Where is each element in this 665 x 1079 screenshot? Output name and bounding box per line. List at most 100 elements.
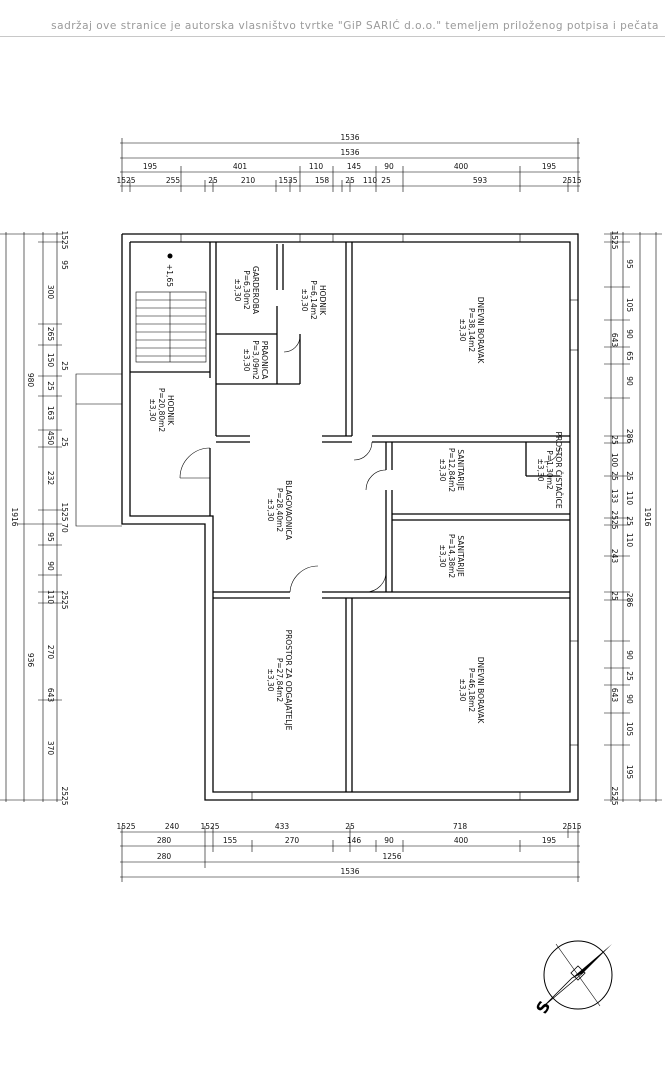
top-dim-row4: 255 [166, 176, 181, 185]
top-dim-row3: 401 [233, 162, 248, 171]
right-dim-inner: 90 [625, 329, 634, 339]
bottom-dim-row2: 280 [157, 836, 172, 845]
left-dim-inner: 95 [46, 532, 55, 542]
room-labels: HODNIK P=20,80m2 ±3,30 GARDEROBA P=6,30m… [148, 253, 563, 731]
right-dim-inner: 105 [625, 298, 634, 313]
right-dim-edge: 25 [610, 591, 619, 601]
left-dim-edge: 70 [60, 523, 69, 533]
room-area: P=27,84m2 [275, 658, 284, 703]
room-garderoba: GARDEROBA P=6,30m2 ±3,30 [233, 266, 260, 315]
left-dim-edge: 95 [60, 260, 69, 270]
right-dim-inner: 100 [610, 453, 619, 468]
left-dim-edge: 25 [60, 437, 69, 447]
room-area: P=14,38m2 [447, 534, 456, 579]
left-dim-outer: 1916 [10, 507, 19, 526]
left-dim-edge: 2525 [60, 590, 69, 609]
right-dim-inner: 25 [610, 435, 619, 445]
room-level: ±3,30 [266, 499, 275, 522]
bottom-dim-row1: 433 [275, 822, 290, 831]
right-dim-edge: 1525 [610, 230, 619, 249]
compass: S [532, 940, 613, 1017]
top-dim-row3: 90 [384, 162, 394, 171]
room-area: P=3,09m2 [251, 340, 260, 380]
top-dim-row4: 593 [473, 176, 488, 185]
right-dim-edge: 2525 [610, 786, 619, 805]
top-dim-row4: 25 [208, 176, 218, 185]
bottom-dim-row1: 25 [345, 822, 355, 831]
room-level: ±3,30 [458, 319, 467, 342]
bottom-dim-row2: 146 [347, 836, 362, 845]
right-dim-inner: 25 [625, 671, 634, 681]
right-dim-inner: 25 [625, 516, 634, 526]
room-name: SANITARIJE [456, 535, 465, 577]
right-dim-mid: 643 [610, 333, 619, 348]
top-dim-row4: 2515 [562, 176, 581, 185]
left-dim-inner: 300 [46, 285, 55, 300]
bottom-dim-row1: 2515 [562, 822, 581, 831]
left-dim-inner: 163 [46, 406, 55, 421]
room-blagovaonica: BLAGOVAONICA P=28,40m2 ±3,30 [266, 480, 293, 541]
left-dim-inner: 370 [46, 741, 55, 756]
left-dim-inner: 270 [46, 645, 55, 660]
left-dim-inner: 110 [46, 590, 55, 605]
compass-needle-icon [572, 944, 612, 978]
room-praonica: PRAONICA P=3,09m2 ±3,30 [242, 340, 269, 380]
left-dim-inner: 90 [46, 561, 55, 571]
top-dim-row4: 25 [381, 176, 391, 185]
right-dim-edge: 25 [610, 471, 619, 481]
room-area: P=6,30m2 [242, 270, 251, 310]
room-dnevni-boravak-lower: DNEVNI BORAVAK P=46,18m2 ±3,30 [458, 657, 485, 725]
copyright-notice: sadržaj ove stranice je autorska vlasniš… [51, 20, 659, 32]
left-dim-mid: 980 [26, 373, 35, 388]
bottom-dim-row2: 155 [223, 836, 238, 845]
room-level: ±3,30 [458, 679, 467, 702]
bottom-dim-row4: 1536 [340, 867, 359, 876]
right-dim-inner: 95 [625, 259, 634, 269]
room-sanitarije-lower: SANITARIJE P=14,38m2 ±3,30 [438, 534, 465, 579]
top-dim-row3: 195 [143, 162, 158, 171]
room-area: P=28,40m2 [275, 488, 284, 533]
room-name: PROSTOR ČISTAČICE [554, 431, 563, 508]
room-level: ±3,30 [300, 289, 309, 312]
compass-needle-tail-icon [543, 971, 585, 1007]
right-dim-inner: 90 [625, 376, 634, 386]
left-dim-inner: 643 [46, 688, 55, 703]
top-dim-row3: 195 [542, 162, 557, 171]
top-dim-row4: 158 [315, 176, 330, 185]
bottom-dim-row2: 195 [542, 836, 557, 845]
room-name: PROSTOR ZA ODGAJATELJE [284, 630, 293, 731]
bottom-dim-row1: 1525 [116, 822, 135, 831]
level-marker-icon [167, 253, 173, 259]
bottom-dim-row1: 240 [165, 822, 180, 831]
room-hodnik-center: HODNIK P=6,14m2 ±3,30 [300, 280, 327, 320]
left-dim-edge: 25 [60, 361, 69, 371]
stair-level-marker: +1,65 [165, 253, 174, 287]
room-level: ±3,30 [233, 279, 242, 302]
compass-circle-icon [543, 940, 613, 1010]
room-area: P=6,14m2 [309, 280, 318, 320]
right-dim-mid: 286 [625, 593, 634, 608]
bottom-dim-row3: 280 [157, 852, 172, 861]
left-dim-inner: 150 [46, 353, 55, 368]
right-dim-inner: 195 [625, 765, 634, 780]
top-dim-row4: 210 [241, 176, 256, 185]
left-dim-inner: 25 [46, 381, 55, 391]
top-dimension-chains: 1536 1536 195 401 110 145 90 400 195 152… [116, 133, 582, 192]
room-prostor-cistacice: PROSTOR ČISTAČICE P=1,30m2 ±3,30 [536, 431, 563, 508]
left-dim-edge: 1525 [60, 502, 69, 521]
right-dim-mid: 286 [625, 429, 634, 444]
right-dim-inner: 105 [625, 722, 634, 737]
right-dim-mid: 243 [610, 549, 619, 564]
room-hodnik-left: HODNIK P=20,80m2 ±3,30 [148, 388, 175, 433]
room-dnevni-boravak-upper: DNEVNI BORAVAK P=38,14m2 ±3,30 [458, 297, 485, 365]
bottom-dimension-chains: 1525 240 1525 433 25 718 2515 280 155 27… [116, 822, 582, 882]
room-level: ±3,30 [242, 349, 251, 372]
room-name: BLAGOVAONICA [284, 480, 293, 541]
bottom-dim-row2: 270 [285, 836, 300, 845]
left-dim-inner: 450 [46, 431, 55, 446]
right-dimension-chains: 1916 643 286 243 286 643 95 105 90 65 90… [604, 230, 662, 806]
left-dim-edge: 2525 [60, 786, 69, 805]
right-dim-inner: 25 [625, 471, 634, 481]
top-dim-row2: 1536 [340, 148, 359, 157]
